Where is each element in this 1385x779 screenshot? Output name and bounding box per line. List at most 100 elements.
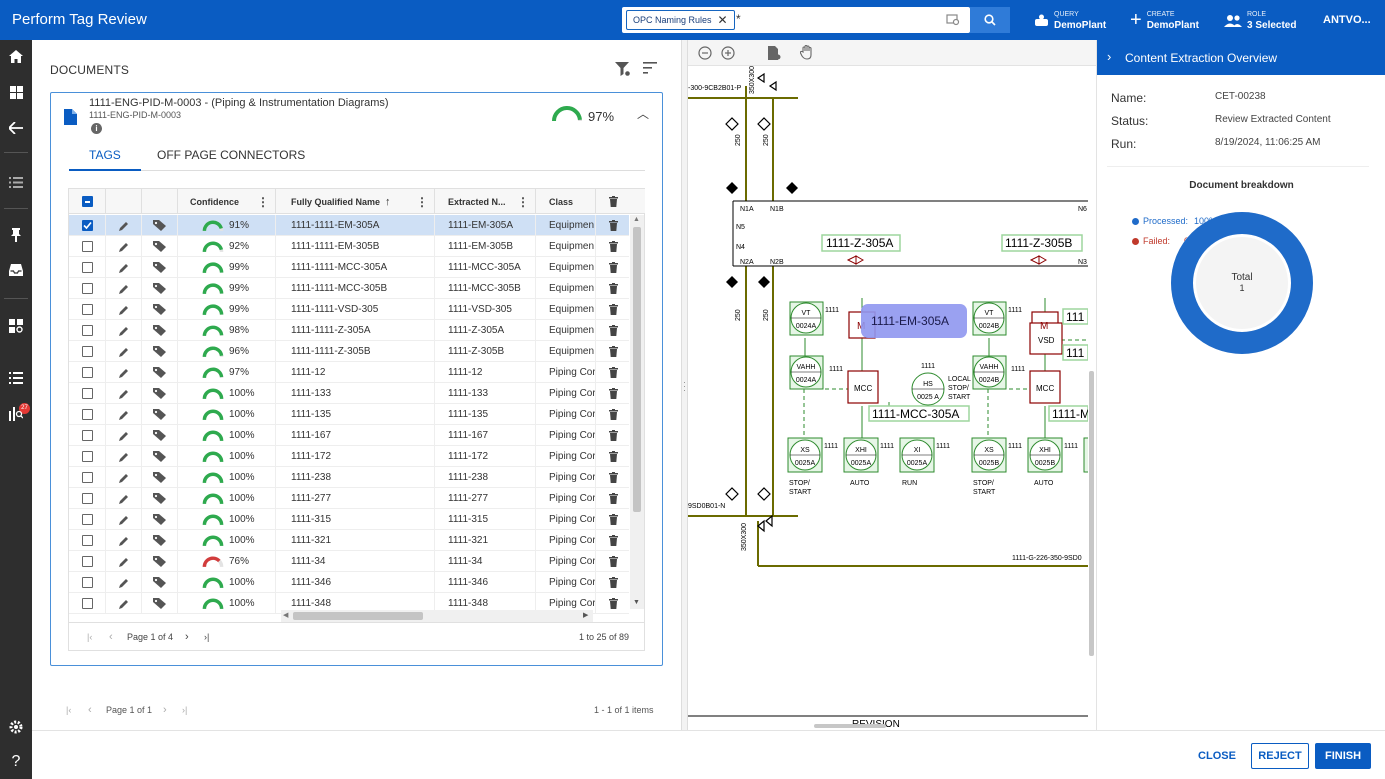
row-checkbox[interactable] <box>69 509 106 530</box>
edit-pencil-icon[interactable] <box>106 383 142 404</box>
col-confidence[interactable]: Confidence⋮ <box>178 189 276 214</box>
horizontal-scroll-thumb[interactable] <box>293 612 423 620</box>
tag-icon[interactable] <box>142 257 178 278</box>
tag-icon[interactable] <box>142 509 178 530</box>
dashboard-icon[interactable] <box>7 83 25 101</box>
help-icon[interactable]: ? <box>11 753 21 770</box>
row-checkbox[interactable] <box>69 236 106 257</box>
settings-gear-icon[interactable] <box>7 718 25 736</box>
tag-icon[interactable] <box>142 236 178 257</box>
edit-pencil-icon[interactable] <box>106 446 142 467</box>
col-class[interactable]: Class <box>536 189 596 214</box>
chevron-right-icon[interactable]: › <box>1107 49 1112 64</box>
delete-trash-icon[interactable] <box>596 236 630 257</box>
row-checkbox[interactable] <box>69 320 106 341</box>
edit-pencil-icon[interactable] <box>106 299 142 320</box>
grid-vertical-scrollbar[interactable]: ▲ ▼ <box>630 215 644 609</box>
edit-pencil-icon[interactable] <box>106 593 142 614</box>
scroll-up-icon[interactable]: ▲ <box>633 216 640 223</box>
tag-icon[interactable] <box>142 215 178 236</box>
sort-asc-icon[interactable]: ↑ <box>385 195 391 208</box>
tag-icon[interactable] <box>142 446 178 467</box>
task-list-icon[interactable] <box>7 369 25 387</box>
row-checkbox[interactable] <box>69 446 106 467</box>
selected-tag-highlight[interactable] <box>861 304 967 338</box>
delete-trash-icon[interactable] <box>596 215 630 236</box>
search-button[interactable] <box>970 7 1010 33</box>
tag-icon[interactable] <box>142 383 178 404</box>
row-checkbox[interactable] <box>69 383 106 404</box>
row-checkbox[interactable] <box>69 425 106 446</box>
tag-icon[interactable] <box>142 551 178 572</box>
document-title[interactable]: 1111-ENG-PID-M-0003 - (Piping & Instrume… <box>89 97 389 109</box>
outer-first-page-icon[interactable]: |‹ <box>66 705 72 715</box>
scroll-down-icon[interactable]: ▼ <box>633 599 640 606</box>
delete-trash-icon[interactable] <box>596 404 630 425</box>
edit-pencil-icon[interactable] <box>106 404 142 425</box>
edit-pencil-icon[interactable] <box>106 572 142 593</box>
chip-remove-icon[interactable]: ✕ <box>717 13 728 27</box>
row-checkbox[interactable] <box>69 215 106 236</box>
edit-pencil-icon[interactable] <box>106 530 142 551</box>
tab-tags[interactable]: TAGS <box>89 148 121 162</box>
col-fully-qualified-name[interactable]: Fully Qualified Name↑⋮ <box>276 189 435 214</box>
tag-label-z305b[interactable]: 1111-Z-305B <box>1005 236 1072 250</box>
row-checkbox[interactable] <box>69 341 106 362</box>
filter-settings-icon[interactable] <box>615 62 631 77</box>
delete-trash-icon[interactable] <box>596 320 630 341</box>
grid-horizontal-scrollbar[interactable]: ◀ ▶ <box>281 610 593 622</box>
tag-icon[interactable] <box>142 320 178 341</box>
tag-icon[interactable] <box>142 425 178 446</box>
analytics-icon[interactable] <box>7 405 25 423</box>
column-menu-icon[interactable]: ⋮ <box>257 194 269 209</box>
delete-trash-icon[interactable] <box>596 467 630 488</box>
delete-trash-icon[interactable] <box>596 425 630 446</box>
row-checkbox[interactable] <box>69 572 106 593</box>
tag-icon[interactable] <box>142 404 178 425</box>
search-box[interactable]: OPC Naming Rules ✕ * <box>622 7 970 33</box>
delete-trash-icon[interactable] <box>596 551 630 572</box>
tag-icon[interactable] <box>142 572 178 593</box>
scroll-left-icon[interactable]: ◀ <box>283 612 289 619</box>
delete-trash-icon[interactable] <box>596 446 630 467</box>
delete-trash-icon[interactable] <box>596 257 630 278</box>
edit-pencil-icon[interactable] <box>106 425 142 446</box>
scroll-right-icon[interactable]: ▶ <box>583 612 589 619</box>
collapse-chevron-icon[interactable]: ︿ <box>637 107 650 121</box>
delete-trash-icon[interactable] <box>596 341 630 362</box>
tag-label-mcc305a[interactable]: 1111-MCC-305A <box>872 407 959 421</box>
reject-button[interactable]: REJECT <box>1251 743 1309 769</box>
delete-trash-icon[interactable] <box>596 572 630 593</box>
inbox-icon[interactable] <box>7 261 25 279</box>
vertical-scroll-thumb[interactable] <box>633 227 641 512</box>
edit-pencil-icon[interactable] <box>106 467 142 488</box>
search-docs-icon[interactable] <box>7 317 25 335</box>
delete-trash-icon[interactable] <box>596 530 630 551</box>
back-arrow-icon[interactable] <box>7 119 25 137</box>
delete-trash-icon[interactable] <box>596 299 630 320</box>
row-checkbox[interactable] <box>69 362 106 383</box>
row-checkbox[interactable] <box>69 593 106 614</box>
info-icon[interactable]: i <box>91 123 102 134</box>
column-menu-icon[interactable]: ⋮ <box>416 194 428 209</box>
delete-trash-icon[interactable] <box>596 362 630 383</box>
outer-prev-page-icon[interactable]: ‹ <box>88 704 92 716</box>
first-page-icon[interactable]: |‹ <box>87 632 93 642</box>
delete-trash-icon[interactable] <box>596 278 630 299</box>
row-checkbox[interactable] <box>69 278 106 299</box>
delete-trash-icon[interactable] <box>596 509 630 530</box>
